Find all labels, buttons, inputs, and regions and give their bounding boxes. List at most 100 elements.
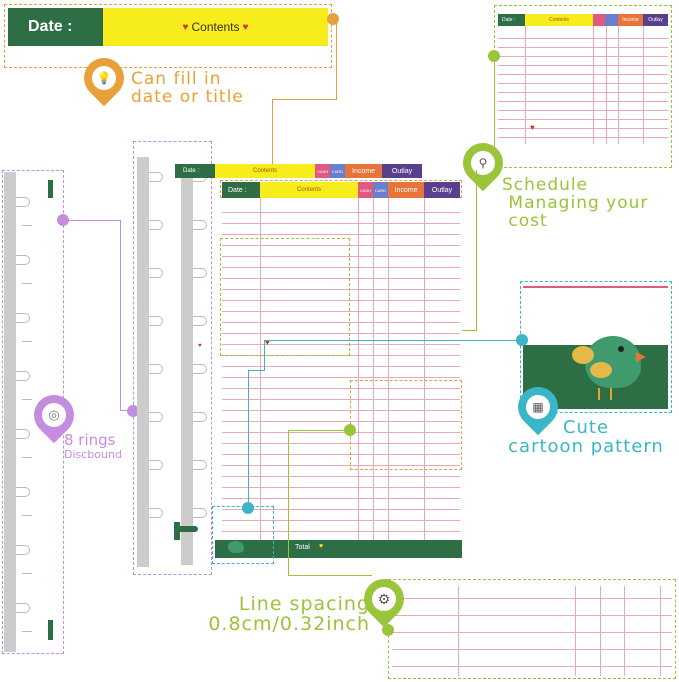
connector-line-rings [64, 220, 120, 221]
contents-cell-large: ♥ Contents ♥ [103, 8, 328, 46]
arrow-icon [180, 526, 198, 532]
connector-line-spacing [288, 430, 350, 431]
grid-line [222, 410, 460, 411]
grid-line [222, 377, 460, 378]
ring [16, 197, 30, 207]
bird-eye [618, 346, 624, 352]
ring [149, 460, 163, 470]
outlay-cell-mini: Outlay [643, 14, 668, 26]
callout-schedule: Schedule Managing your cost [502, 175, 649, 231]
outlay-cell-page: Outlay [424, 182, 460, 198]
grid-line [222, 465, 460, 466]
grid-line [222, 388, 460, 389]
grid-line [392, 615, 672, 616]
ring [193, 316, 207, 326]
middle-strip-paper [137, 157, 149, 567]
ring [149, 508, 163, 518]
connector-line-cartoon [248, 370, 249, 506]
connector-dot-rings [57, 214, 69, 226]
planner-page [215, 178, 462, 560]
grid-line [222, 212, 460, 213]
ring [149, 220, 163, 230]
callout-fill: Can fill in date or title [131, 69, 244, 107]
connector-line-rings [120, 220, 121, 410]
callout-rings-sub: Discbound [64, 448, 122, 461]
cash-cell-page: CASH [358, 182, 373, 198]
ruler-mark [22, 573, 32, 574]
ring [149, 268, 163, 278]
ruler-mark [22, 341, 32, 342]
ring [16, 429, 30, 439]
palette-icon: ▦ [532, 400, 544, 414]
callout-cartoon: Cute cartoon pattern [508, 417, 664, 457]
ring [193, 364, 207, 374]
heart-icon: ♥ [530, 123, 535, 132]
ruler-mark [22, 399, 32, 400]
ring [149, 316, 163, 326]
grid-line [222, 333, 460, 334]
grid-line [222, 322, 460, 323]
bird-wing [590, 362, 612, 378]
grid-line [498, 65, 668, 66]
grid-line [392, 598, 672, 599]
income-cell-page: Income [388, 182, 424, 198]
grid-line [498, 128, 668, 129]
grid-line [222, 300, 460, 301]
bird-beak [636, 352, 646, 362]
ring [16, 487, 30, 497]
date-cell-large: Date : [8, 8, 103, 46]
ruler-mark [22, 225, 32, 226]
page-header-bar: Date : Contents CASH CARD Income Outlay [222, 182, 460, 198]
ruler-mark [22, 457, 32, 458]
date-cell-main: Date : [175, 164, 215, 178]
card-cell-page: CARD [373, 182, 388, 198]
grid-line [222, 421, 460, 422]
total-label: Total [295, 544, 310, 551]
grid-line [222, 234, 460, 235]
grid-line [222, 487, 460, 488]
date-label-large: Date : [28, 18, 73, 35]
bird-legs [598, 388, 612, 400]
header-bar-mini: Date : Contents Income Outlay [498, 14, 668, 26]
connector-line-fill [272, 99, 337, 100]
grid-line [373, 198, 374, 540]
contents-cell-main: Contents [215, 164, 315, 178]
cash-cell-main: CASH [315, 164, 330, 178]
ruler-mark [22, 515, 32, 516]
grid-line [222, 498, 460, 499]
connector-dot-cartoon [242, 502, 254, 514]
connector-dot-fill [327, 13, 339, 25]
grid-line [260, 198, 261, 540]
ring [193, 268, 207, 278]
ring [16, 313, 30, 323]
header-bar-large: Date : ♥ Contents ♥ [8, 8, 328, 46]
highlight-frame [220, 238, 350, 356]
grid-line [660, 586, 661, 676]
grid-line [624, 586, 625, 676]
connector-line-fill [272, 99, 273, 177]
grid-line [498, 137, 668, 138]
heart-icon: ♥ [198, 343, 202, 349]
grid-line [222, 245, 460, 246]
green-tab [48, 180, 53, 198]
grid-line [498, 110, 668, 111]
callout-rings-title: 8 rings [64, 431, 116, 449]
grid-line [222, 531, 460, 532]
grid-line [392, 649, 672, 650]
grid-line [222, 520, 460, 521]
date-cell-page: Date : [222, 182, 260, 198]
middle-strip-paper [181, 165, 193, 565]
grid-line [222, 509, 460, 510]
bird-frame [212, 506, 274, 564]
connector-dot-cartoon [516, 334, 528, 346]
middle-strip-frame [133, 141, 212, 575]
grid-line [458, 586, 459, 676]
heart-icon: ♥ [182, 21, 189, 33]
search-icon: ⚲ [478, 156, 488, 170]
contents-cell-mini: Contents [525, 14, 593, 26]
ring [193, 508, 207, 518]
grid-line [498, 38, 668, 39]
cartoon-line [523, 286, 668, 288]
income-cell-main: Income [345, 164, 382, 178]
grid-line [222, 476, 460, 477]
